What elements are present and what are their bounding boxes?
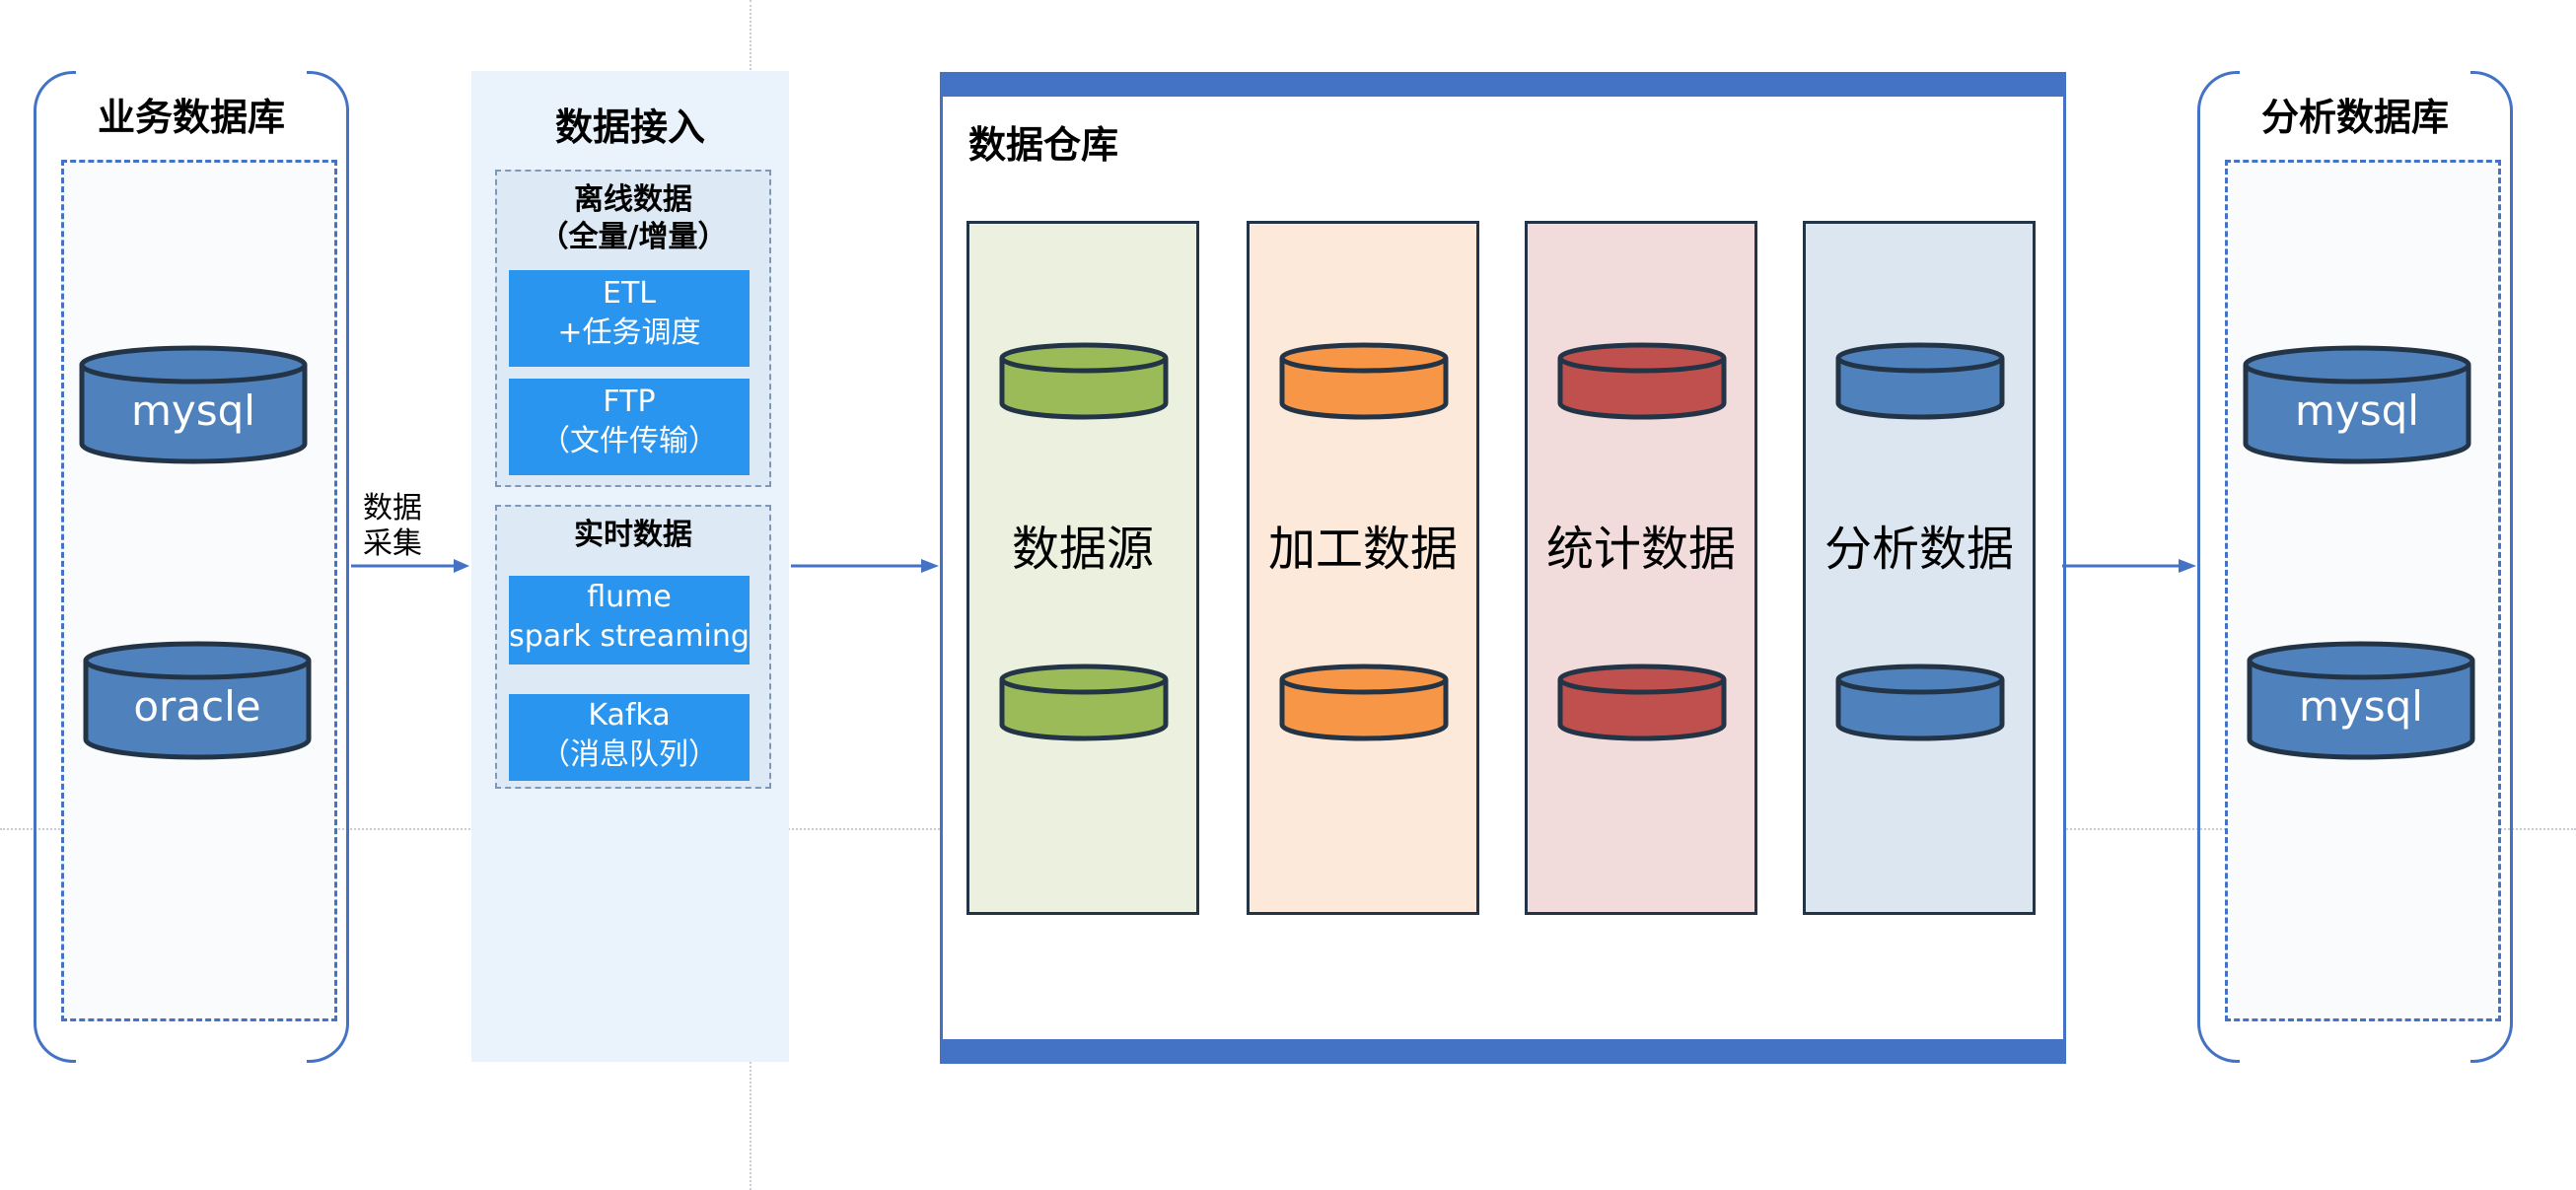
analysis-database-list bbox=[2225, 160, 2501, 1021]
data-warehouse-panel: 数据仓库 数据源 加工数据 统计数据 bbox=[940, 72, 2066, 1064]
analysis-database-panel: 分析数据库 mysql mysql bbox=[2197, 71, 2513, 1063]
offline-data-title: 离线数据 （全量/增量） bbox=[497, 181, 769, 256]
analysis-data-cylinder-top bbox=[1835, 342, 2005, 420]
layer-source-data: 数据源 bbox=[966, 221, 1199, 915]
realtime-data-group: 实时数据 flume spark streaming Kafka （消息队列） bbox=[495, 505, 771, 789]
offline-title-line1: 离线数据 bbox=[574, 182, 692, 217]
ftp-box: FTP （文件传输） bbox=[509, 379, 750, 475]
statistics-data-cylinder-bottom bbox=[1557, 664, 1727, 741]
collect-label: 数据 采集 bbox=[363, 491, 422, 562]
layer-label-source: 数据源 bbox=[1011, 522, 1154, 577]
warehouse-bottom-bar bbox=[943, 1039, 2063, 1061]
layer-label-processed: 加工数据 bbox=[1267, 522, 1458, 577]
ingest-to-warehouse-arrow bbox=[791, 559, 939, 573]
offline-title-line2: （全量/增量） bbox=[538, 220, 728, 254]
mysql-database-icon: mysql bbox=[79, 345, 308, 465]
warehouse-to-analysis-arrow bbox=[2062, 559, 2196, 573]
kafka-line1: Kafka bbox=[588, 698, 671, 733]
etl-line2: +任务调度 bbox=[557, 315, 701, 350]
ftp-line1: FTP bbox=[603, 385, 656, 419]
etl-box: ETL +任务调度 bbox=[509, 270, 750, 367]
oracle-database-icon: oracle bbox=[83, 641, 312, 761]
processed-data-cylinder-top bbox=[1279, 342, 1449, 420]
kafka-line2: （消息队列） bbox=[540, 737, 718, 772]
data-warehouse-title: 数据仓库 bbox=[968, 123, 1119, 167]
layer-label-statistics: 统计数据 bbox=[1545, 522, 1736, 577]
statistics-data-cylinder-top bbox=[1557, 342, 1727, 420]
processed-data-cylinder-bottom bbox=[1279, 664, 1449, 741]
layer-label-analysis: 分析数据 bbox=[1824, 522, 2014, 577]
realtime-data-title: 实时数据 bbox=[574, 518, 692, 552]
flume-line1: flume bbox=[587, 580, 672, 614]
analysis-database-title: 分析数据库 bbox=[2260, 96, 2449, 139]
offline-data-group: 离线数据 （全量/增量） ETL +任务调度 FTP （文件传输） bbox=[495, 170, 771, 487]
analysis-data-cylinder-bottom bbox=[1835, 664, 2005, 741]
layer-processed-data: 加工数据 bbox=[1247, 221, 1479, 915]
collect-arrow bbox=[351, 559, 469, 573]
source-database-title: 业务数据库 bbox=[97, 96, 285, 139]
source-db-label-1: mysql bbox=[131, 386, 255, 435]
target-db-label-1: mysql bbox=[2295, 386, 2419, 435]
data-ingestion-panel: 数据接入 离线数据 （全量/增量） ETL +任务调度 FTP （文件传输） 实… bbox=[471, 71, 789, 1062]
layer-analysis-data: 分析数据 bbox=[1803, 221, 2036, 915]
mysql-database-icon: mysql bbox=[2247, 641, 2475, 761]
source-data-cylinder-top bbox=[999, 342, 1169, 420]
etl-line1: ETL bbox=[603, 276, 656, 311]
data-ingestion-title: 数据接入 bbox=[554, 105, 705, 149]
target-db-label-2: mysql bbox=[2299, 682, 2423, 731]
warehouse-top-bar bbox=[943, 75, 2063, 97]
source-db-label-2: oracle bbox=[133, 682, 261, 731]
mysql-database-icon: mysql bbox=[2243, 345, 2471, 465]
source-database-panel: 业务数据库 mysql oracle bbox=[34, 71, 349, 1063]
layer-statistics-data: 统计数据 bbox=[1525, 221, 1757, 915]
flume-spark-box: flume spark streaming bbox=[509, 576, 750, 665]
kafka-box: Kafka （消息队列） bbox=[509, 694, 750, 781]
collect-label-line1: 数据 bbox=[363, 491, 422, 525]
source-data-cylinder-bottom bbox=[999, 664, 1169, 741]
collect-label-line2: 采集 bbox=[363, 526, 422, 561]
flume-line2: spark streaming bbox=[509, 619, 750, 654]
source-database-list bbox=[61, 160, 337, 1021]
ftp-line2: （文件传输） bbox=[540, 424, 718, 458]
